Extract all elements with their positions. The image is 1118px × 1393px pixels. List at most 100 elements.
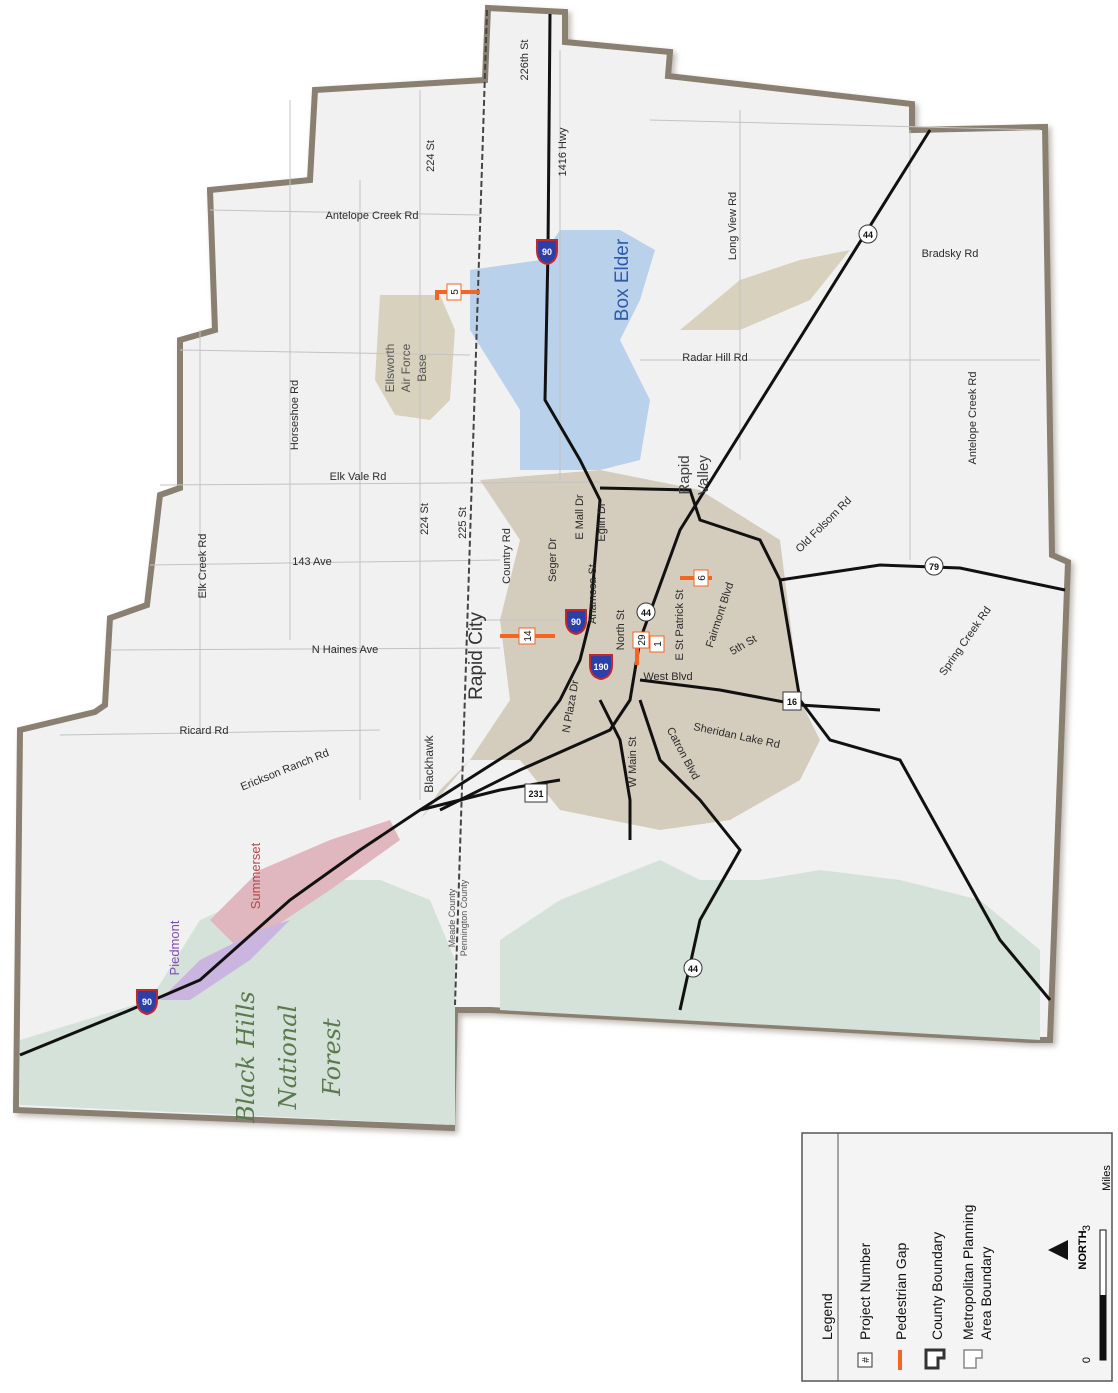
label-ellsworth-3: Base <box>415 354 429 382</box>
forest-area-east <box>500 860 1040 1040</box>
label-country-rd: Country Rd <box>501 528 513 584</box>
route-44-south <box>638 699 742 1011</box>
legend-item-project-number: Project Number <box>857 1242 873 1340</box>
airfield-area <box>680 250 850 330</box>
label-rapid-city: Rapid City <box>466 612 487 700</box>
elk-vale-route <box>599 486 1052 1001</box>
route-shield-79: 79 <box>924 556 944 576</box>
label-radar-hill-rd: Radar Hill Rd <box>682 352 747 364</box>
mpo-boundary-icon <box>963 1349 983 1369</box>
svg-text:231: 231 <box>528 789 543 799</box>
label-forest-3: Forest <box>318 1018 346 1097</box>
svg-text:29: 29 <box>637 634 648 646</box>
label-elk-vale-rd: Elk Vale Rd <box>330 471 387 483</box>
route-shield-16: 16 <box>782 691 802 711</box>
project-1[interactable]: 1 <box>649 635 665 653</box>
route-79 <box>779 563 1066 592</box>
label-forest-1: Black Hills <box>232 991 260 1124</box>
scale-label-3: 3 <box>1081 1225 1093 1231</box>
label-ellsworth-1: Ellsworth <box>383 344 397 393</box>
route-shield-44-south: 44 <box>683 958 703 978</box>
legend-title: Legend <box>819 1293 835 1340</box>
local-roads <box>59 50 1041 800</box>
label-bradsky-rd: Bradsky Rd <box>922 248 979 260</box>
label-e-mall-dr: E Mall Dr <box>574 494 586 540</box>
label-n-haines-ave: N Haines Ave <box>312 644 378 656</box>
svg-text:5: 5 <box>450 289 461 295</box>
label-blackhawk: Blackhawk <box>422 734 436 792</box>
label-north-st: North St <box>615 610 627 650</box>
place-labels: Box Elder Ellsworth Air Force Base Rapid… <box>167 238 712 1124</box>
scale-label-0: 0 <box>1081 1357 1093 1363</box>
svg-text:90: 90 <box>542 247 552 257</box>
label-eglin-dr: Eglin Dr <box>596 502 608 541</box>
label-e-st-patrick-st: E St Patrick St <box>674 590 686 661</box>
north-arrow-icon <box>1048 1240 1068 1260</box>
st-225-line <box>454 9 488 1006</box>
interstate-shield-190: 190 <box>589 654 613 681</box>
project-6[interactable]: 6 <box>693 569 709 587</box>
route-shield-44-west: 44 <box>0 0 10 2</box>
label-ricard-rd: Ricard Rd <box>180 725 229 737</box>
label-225-st: 225 St <box>457 507 469 539</box>
interstate-shield-90-city: 90 <box>565 609 587 636</box>
county-boundary-icon <box>924 1348 946 1370</box>
route-shield-231: 231 <box>524 783 548 803</box>
label-forest-2: National <box>274 1005 302 1111</box>
scale-label-miles: Miles <box>1101 1165 1113 1191</box>
label-w-main-st: W Main St <box>627 737 639 788</box>
svg-text:44: 44 <box>641 608 651 618</box>
forest-area <box>20 880 455 1125</box>
label-anamosa-st: Anamosa St <box>587 564 599 624</box>
svg-text:44: 44 <box>688 964 698 974</box>
interstate-shield-90-west: 90 <box>136 989 158 1016</box>
legend-item-mpo-1: Metropolitan Planning <box>960 1205 976 1340</box>
svg-text:6: 6 <box>697 575 708 581</box>
label-224-st-north: 224 St <box>425 140 437 172</box>
label-elk-creek-rd: Elk Creek Rd <box>197 534 209 599</box>
label-pennington-county: Pennington County <box>459 879 469 956</box>
label-224-st-south: 224 St <box>419 503 431 535</box>
project-5[interactable]: 5 <box>446 283 462 301</box>
label-143-ave: 143 Ave <box>292 556 332 568</box>
svg-text:14: 14 <box>523 630 534 642</box>
svg-text:44: 44 <box>863 230 873 240</box>
label-seger-dr: Seger Dr <box>547 538 559 582</box>
rapid-city-urban-area <box>420 470 820 830</box>
svg-text:90: 90 <box>571 617 581 627</box>
highways <box>19 13 1066 1057</box>
hwy-231 <box>419 778 561 812</box>
project-29[interactable]: 29 <box>632 631 650 649</box>
legend: Legend # Project Number Pedestrian Gap C… <box>801 1132 1113 1382</box>
svg-text:#: # <box>861 1357 872 1363</box>
route-shield-44-city: 44 <box>636 602 656 622</box>
label-226th-st: 226th St <box>519 40 531 81</box>
svg-text:1: 1 <box>653 641 664 647</box>
label-1416-hwy: 1416 Hwy <box>557 127 569 176</box>
box-elder-area <box>470 230 655 470</box>
svg-text:90: 90 <box>142 997 152 1007</box>
project-14[interactable]: 14 <box>518 627 536 645</box>
svg-text:79: 79 <box>929 562 939 572</box>
interstate-shield-90-north: 90 <box>536 239 558 266</box>
route-44-north <box>439 129 932 812</box>
svg-text:190: 190 <box>593 662 608 672</box>
north-label: NORTH <box>1077 1230 1089 1269</box>
legend-box <box>801 1132 1113 1382</box>
summerset-area <box>210 820 400 950</box>
legend-item-pedestrian-gap: Pedestrian Gap <box>893 1243 909 1340</box>
label-antelope-creek-rd-north: Antelope Creek Rd <box>326 210 419 222</box>
label-meade-county: Meade County <box>447 888 457 947</box>
svg-text:16: 16 <box>787 697 797 707</box>
w-main-route <box>598 699 632 840</box>
label-long-view-rd: Long View Rd <box>727 192 739 260</box>
label-antelope-creek-rd-east: Antelope Creek Rd <box>967 372 979 465</box>
legend-item-county-boundary: County Boundary <box>929 1232 945 1340</box>
label-rapid-valley-2: Valley <box>695 455 712 495</box>
label-horseshoe-rd: Horseshoe Rd <box>289 380 301 450</box>
route-16 <box>639 678 881 712</box>
label-west-blvd: West Blvd <box>643 671 692 683</box>
interstate-90 <box>19 13 602 1057</box>
